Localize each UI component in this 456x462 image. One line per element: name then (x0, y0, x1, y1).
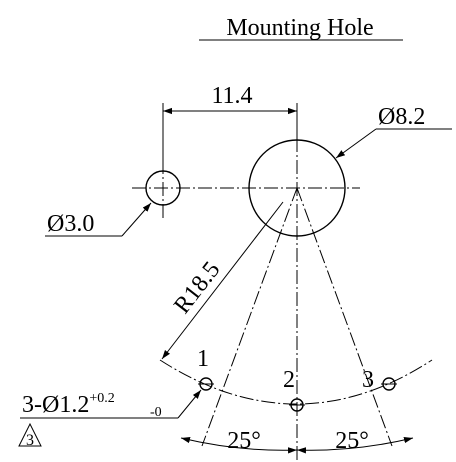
pitch-circle-arc (159, 359, 433, 405)
hole-number-3: 3 (362, 367, 374, 393)
tolerance-plus: +0.2 (89, 391, 114, 406)
pin-hole-callout: 3-Ø1.2+0.2 -0 (22, 391, 162, 420)
tolerance-minus: -0 (150, 405, 162, 420)
radial-centerline-hole-1 (201, 187, 298, 447)
drawing-title: Mounting Hole (226, 15, 373, 41)
small-mounting-hole (145, 170, 181, 206)
large-hole-diameter-label: Ø8.2 (378, 104, 425, 130)
large-hole-leader (335, 128, 377, 159)
hole-number-2: 2 (283, 367, 295, 393)
pin-hole-callout-main: 3-Ø1.2 (22, 392, 89, 418)
angle-label-right: 25° (335, 428, 369, 454)
note-flag-number: 3 (26, 432, 34, 449)
small-hole-diameter-label: Ø3.0 (47, 211, 94, 237)
angle-label-left: 25° (227, 428, 261, 454)
note-flag-triangle (18, 422, 42, 447)
small-hole-leader (121, 202, 152, 237)
radius-dimension-line (161, 201, 284, 360)
radial-centerline-hole-3 (296, 187, 393, 447)
spacing-dimension-label: 11.4 (211, 83, 252, 109)
large-mounting-hole (248, 139, 346, 237)
angle-dimension-right (296, 437, 414, 454)
pin-hole-leader (177, 389, 202, 419)
angle-dimension-left (180, 437, 298, 454)
hole-number-1: 1 (197, 346, 209, 372)
